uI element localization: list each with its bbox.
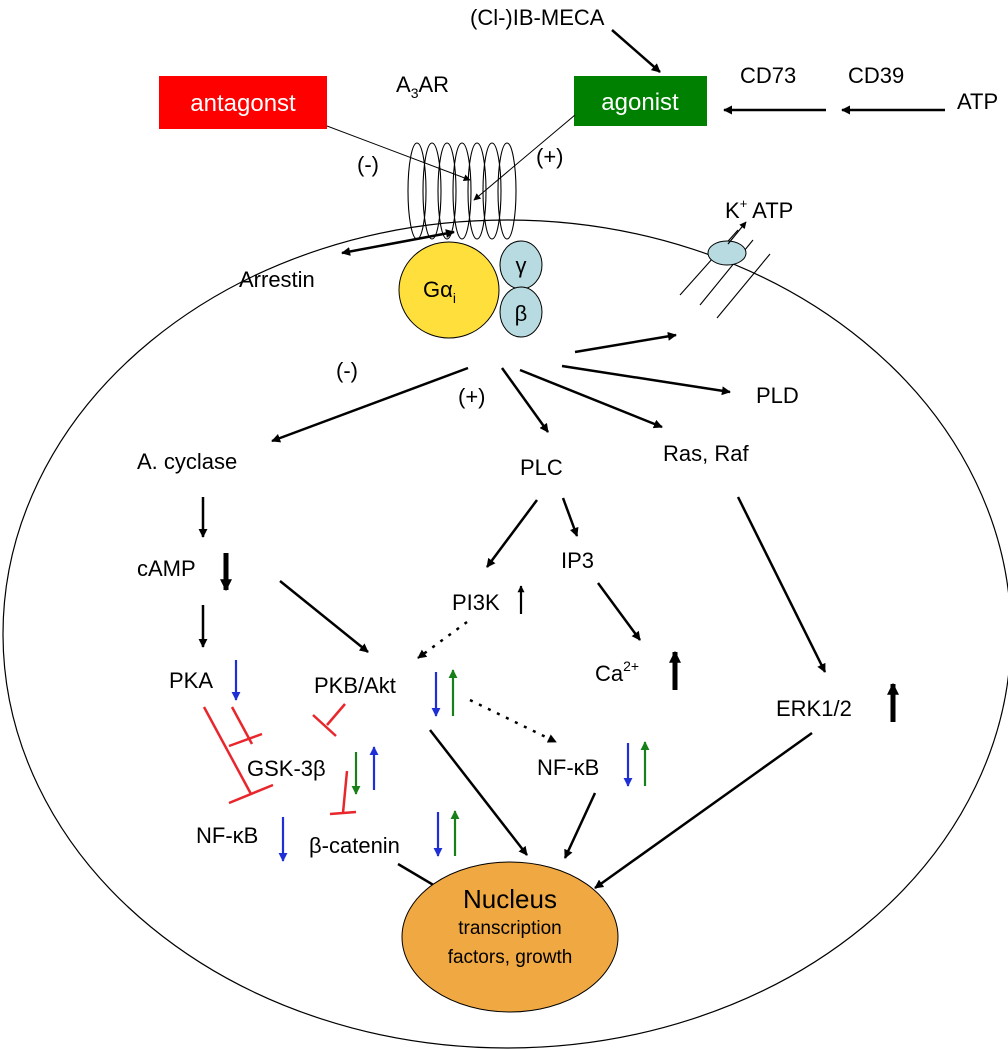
g-to-a-cyclase-arrow: [271, 366, 469, 443]
cell-membrane: [2, 219, 1008, 1049]
antagonist-box: [159, 76, 327, 129]
nucleus-line1: transcription: [458, 918, 562, 939]
plc-to-ip3-arrow: [561, 497, 579, 537]
inhibition-lines: [202, 703, 357, 816]
nfkb-right-label: NF-κB: [537, 755, 599, 780]
a3ar-transmembrane-helices: [407, 142, 517, 240]
camp-to-pkb-arrow: [279, 580, 369, 653]
agonist-box: [574, 76, 707, 126]
agonist-plus-sign: (+): [536, 144, 564, 169]
nucleus: [401, 861, 619, 1013]
atp-label: ATP: [957, 89, 998, 114]
ip3-to-ca-arrow: [596, 582, 642, 641]
pkb-akt-label: PKB/Akt: [314, 673, 396, 698]
arrestin-label: Arrestin: [239, 267, 315, 292]
arrestin-receptor-arrow: [341, 229, 455, 256]
ip3-label: IP3: [561, 548, 594, 573]
meca-to-agonist-arrow: [611, 29, 661, 73]
pi3k-to-pkb-dotted-arrow: [417, 620, 468, 660]
plc-to-pi3k-arrow: [485, 499, 539, 568]
g-alpha-label: Gαi: [423, 277, 456, 306]
cd73-label: CD73: [740, 63, 796, 88]
camp-label: cAMP: [137, 556, 196, 581]
ca-label: Ca2+: [595, 658, 639, 686]
beta-catenin-label: β-catenin: [309, 833, 400, 858]
k-efflux-arrow: [727, 221, 747, 245]
pka-label: PKA: [169, 668, 213, 693]
nucleus-line2: factors, growth: [448, 947, 573, 968]
pi3k-label: PI3K: [452, 590, 500, 615]
g-alpha-subunit: [398, 241, 500, 339]
antagonist-to-receptor-line: [326, 125, 471, 182]
agonist-to-receptor-line: [473, 114, 576, 201]
ras-raf-label: Ras, Raf: [663, 441, 749, 466]
antagonist-label: antagonst: [190, 90, 296, 117]
g-to-plc-arrow: [500, 367, 550, 433]
pld-label: PLD: [756, 383, 799, 408]
ras-raf-to-erk-arrow: [736, 496, 827, 673]
g-to-ras-raf-arrow: [519, 368, 663, 429]
nfkb-left-label: NF-κB: [196, 823, 258, 848]
agonist-label: agonist: [601, 89, 679, 116]
nfkb-to-nucleus-arrow: [563, 792, 597, 859]
cyclase-minus-sign: (-): [336, 358, 358, 383]
a-cyclase-label: A. cyclase: [137, 449, 237, 474]
antagonist-minus-sign: (-): [357, 152, 379, 177]
g-to-pld-arrow: [561, 364, 731, 396]
k-atp-channel-pore: [707, 240, 747, 266]
beta-label: β: [515, 301, 528, 326]
g-beta-subunit: [499, 286, 543, 338]
pkb-to-nucleus-arrow: [429, 729, 528, 856]
erk-label: ERK1/2: [776, 696, 852, 721]
nucleus-title: Nucleus: [463, 884, 557, 914]
k-atp-label: K+ ATP: [725, 196, 793, 223]
cl-ib-meca-label: (Cl-)IB-MECA: [470, 5, 605, 30]
plc-plus-sign: (+): [458, 384, 486, 409]
erk-to-nucleus-arrow: [594, 731, 813, 890]
gsk3b-label: GSK-3β: [247, 756, 326, 781]
cd39-label: CD39: [848, 63, 904, 88]
gamma-label: γ: [516, 253, 527, 278]
plc-label: PLC: [520, 455, 563, 480]
g-to-k-channel-arrow: [574, 331, 677, 354]
receptor-label: A3AR: [396, 72, 449, 101]
pkb-to-nfkb-dotted-arrow: [469, 698, 557, 744]
